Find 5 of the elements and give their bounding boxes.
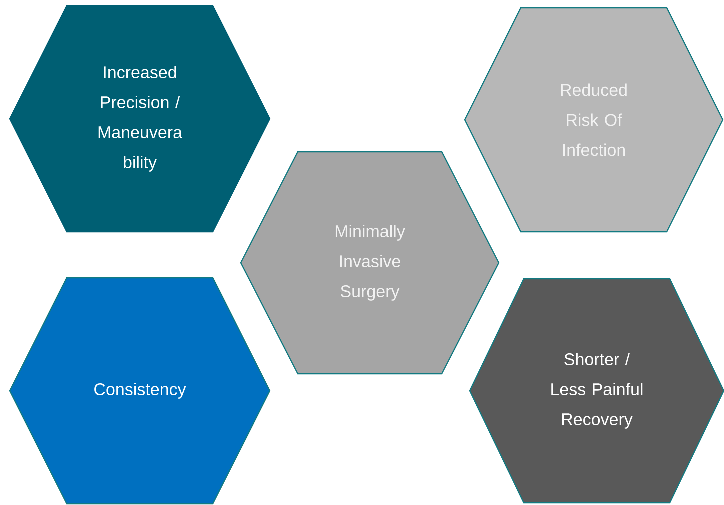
hexagon: Increased Precision / Maneuvera bility bbox=[9, 5, 271, 233]
hexagon: Reduced Risk Of Infection bbox=[464, 7, 724, 233]
hexagon: Consistency bbox=[9, 277, 271, 505]
hexagon: Shorter / Less Painful Recovery bbox=[469, 278, 724, 504]
hexagon: Minimally Invasive Surgery bbox=[240, 151, 500, 375]
